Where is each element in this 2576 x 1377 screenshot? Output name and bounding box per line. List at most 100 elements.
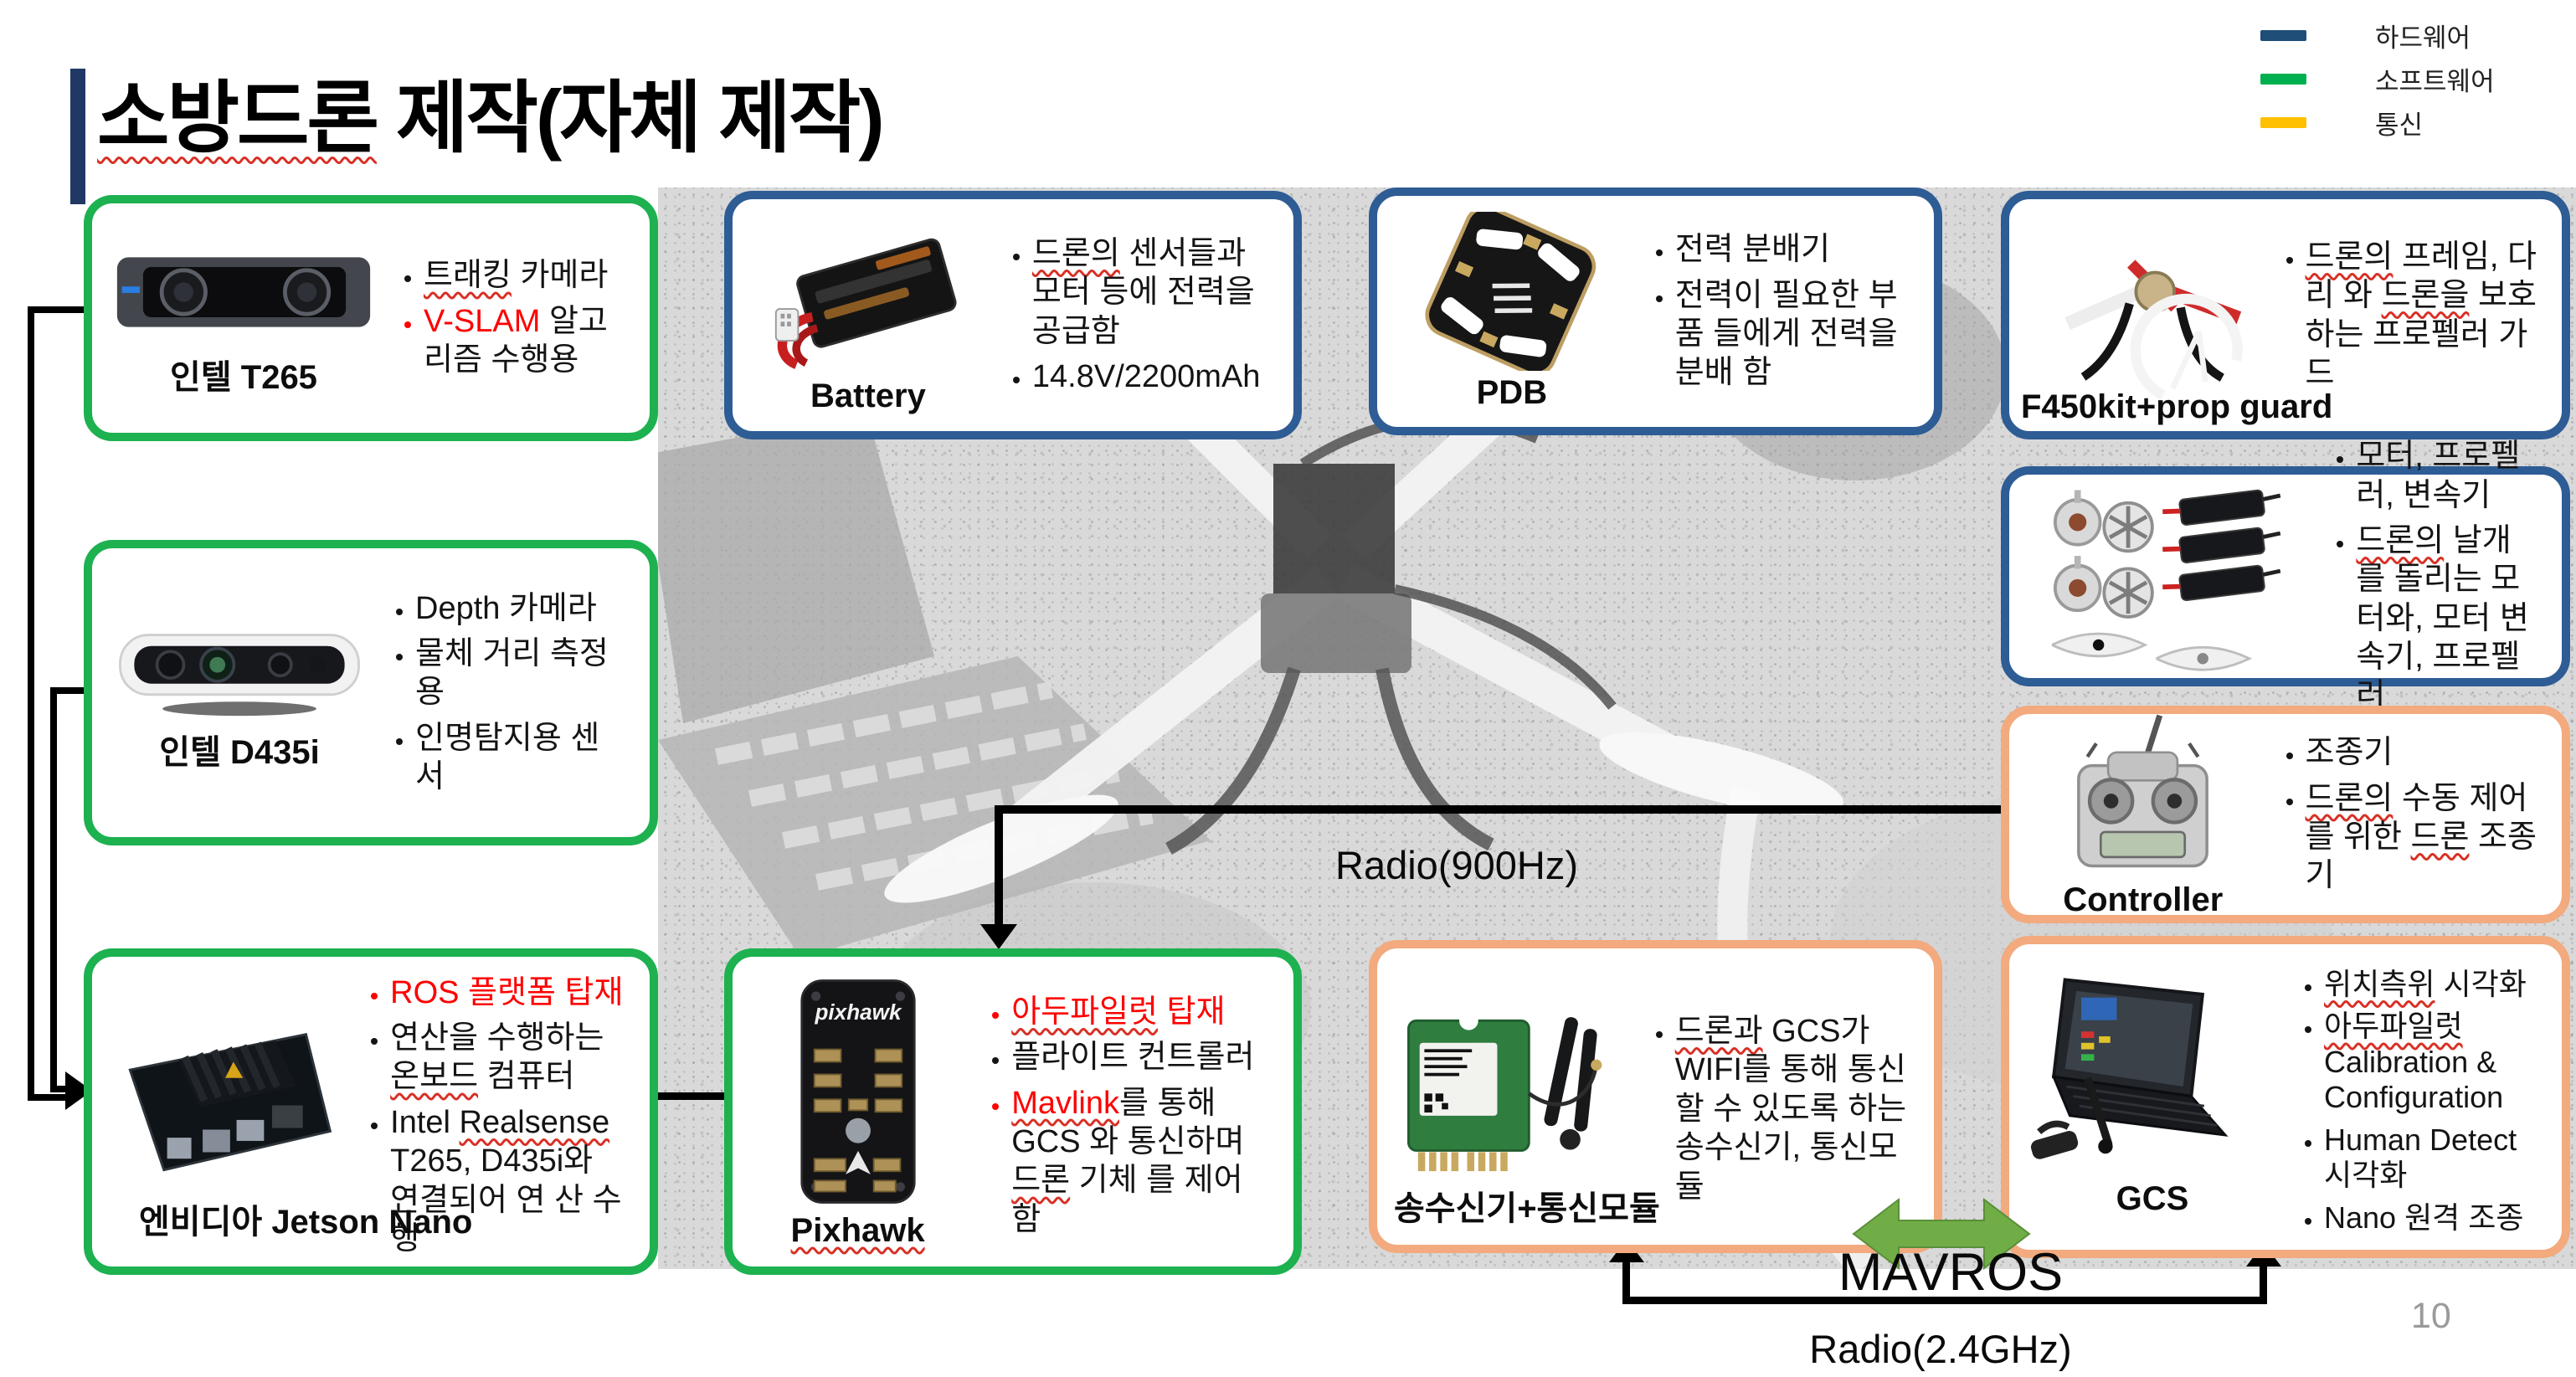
d435i-to-jetson-line-h2: [50, 1086, 69, 1092]
bullet: 인명탐지용 센서: [415, 719, 628, 797]
bullet: Nano 원격 조종: [2324, 1200, 2540, 1236]
comm-module-label: 송수신기+통신모듈: [1394, 1190, 1660, 1227]
legend-row-software: 소프트웨어: [2260, 57, 2495, 100]
legend: 하드웨어 소프트웨어 통신: [2260, 13, 2495, 144]
title-part2: 제작(자체 제작): [376, 74, 885, 162]
radio-900-label: Radio(900Hz): [1335, 843, 1578, 887]
box-controller: Controller 조종기 드론의 수동 제어를 위한 드론 조종기: [2001, 706, 2570, 923]
bullet: Mavlink를 통해 GCS 와 통신하며 드론 기체 를 제어함: [1011, 1084, 1272, 1239]
box-pixhawk: pixhawk Pixhawk 아두파일럿 탑재 플라이트 컨: [724, 948, 1302, 1275]
box-f450kit: 드론의 프레임, 다리 와 드론을 보호하는 프로펠러 가드 F450kit+p…: [2001, 191, 2570, 439]
bullet: 드론의 수동 제어를 위한 드론 조종기: [2306, 779, 2540, 896]
gcs-label: GCS: [2116, 1179, 2189, 1217]
jetson-label: 엔비디아 Jetson Nano: [139, 1204, 473, 1241]
hardware-color-bar: [2260, 29, 2306, 41]
battery-bullets: 드론의 센서들과 모터 등에 전력을 공급함 14.8V/2200mAh: [994, 228, 1272, 403]
radio-24-label: Radio(2.4GHz): [1809, 1327, 2072, 1371]
f450-frame-image: [2064, 259, 2243, 399]
jetson-bullets: ROS 플랫폼 탑재 연산을 수행하는 온보드 컴퓨터 Intel Realse…: [352, 958, 628, 1266]
pdb-board-image: [1425, 211, 1597, 371]
bullet: 위치측위 시각화: [2324, 967, 2540, 1002]
bullet: 전력이 필요한 부품 들에게 전력을 분배 함: [1675, 276, 1912, 393]
t265-to-jetson-line-h1: [28, 306, 84, 313]
page-title: 소방드론 제작(자체 제작): [70, 59, 885, 204]
box-comm-module: 드론과 GCS가 WIFI를 통해 통신할 수 있도록 하는 송수신기, 통신모…: [1369, 940, 1942, 1253]
t265-camera-image: [116, 257, 371, 327]
t265-to-jetson-line-h2: [28, 1094, 69, 1101]
pdb-label: PDB: [1476, 373, 1548, 411]
legend-label-comm: 통신: [2375, 110, 2424, 140]
legend-row-hardware: 하드웨어: [2260, 13, 2495, 57]
legend-row-comm: 통신: [2260, 100, 2495, 144]
pixhawk-device-text: pixhawk: [814, 999, 902, 1025]
bullet: ROS 플랫폼 탑재: [390, 974, 628, 1012]
page-title-text: 소방드론 제작(자체 제작): [97, 59, 885, 177]
bullet: Intel Realsense T265, D435i와 연결되어 연 산 수행: [390, 1103, 628, 1258]
d435i-to-jetson-line-h1: [50, 687, 84, 694]
rc-controller-image: [2077, 714, 2209, 867]
page-number: 10: [2411, 1296, 2451, 1336]
pixhawk-image: pixhawk: [800, 979, 916, 1204]
gcs-laptop-image: [2031, 977, 2229, 1159]
t265-to-jetson-line-v: [28, 306, 34, 1101]
battery-image: [774, 238, 957, 369]
t265-bullets: 트래킹 카메라 V-SLAM 알고리즘 수행용: [385, 249, 628, 386]
jetson-to-pixhawk-line: [658, 1092, 724, 1100]
radio24-line-h: [1622, 1297, 2267, 1304]
gcs-bullets: 위치측위 시각화 아두파일럿 Calibration & Configurati…: [2285, 952, 2540, 1242]
bullet: 드론과 GCS가 WIFI를 통해 통신할 수 있도록 하는 송수신기, 통신모…: [1675, 1012, 1912, 1206]
software-color-bar: [2260, 73, 2306, 85]
d435i-camera-image: [119, 633, 360, 716]
battery-label: Battery: [810, 378, 926, 414]
pdb-bullets: 전력 분배기 전력이 필요한 부품 들에게 전력을 분배 함: [1637, 224, 1912, 398]
bullet: 모터, 프로펠러, 변속기: [2356, 437, 2540, 515]
bullet: 트래킹 카메라: [424, 256, 628, 295]
legend-label-software: 소프트웨어: [2375, 66, 2495, 96]
jetson-nano-image: [128, 1032, 332, 1172]
f450-label: F450kit+prop guard: [2021, 388, 2333, 425]
bullet: 드론의 센서들과 모터 등에 전력을 공급함: [1032, 234, 1272, 351]
mavros-double-arrow: [1852, 1197, 2031, 1271]
controller-to-pixhawk-line-h: [995, 805, 2001, 814]
d435i-label: 인텔 D435i: [159, 733, 320, 771]
bullet: V-SLAM 알고리즘 수행용: [424, 302, 628, 380]
wifi-module-image: [1407, 1010, 1602, 1172]
title-accent-bar: [70, 69, 85, 204]
box-jetson-nano: ROS 플랫폼 탑재 연산을 수행하는 온보드 컴퓨터 Intel Realse…: [84, 948, 658, 1275]
bullet: 물체 거리 측정용: [415, 635, 628, 712]
pixhawk-input-arrowhead: [980, 924, 1017, 949]
box-motors-escs-props: 모터, 프로펠러, 변속기 드론의 날개를 돌리는 모터와, 모터 변속기, 프…: [2001, 439, 2570, 713]
bullet: Human Detect 시각화: [2324, 1123, 2540, 1194]
box-battery: Battery 드론의 센서들과 모터 등에 전력을 공급함 14.8V/220…: [724, 191, 1302, 439]
box-gcs: GCS 위치측위 시각화 아두파일럿 Calibration & Configu…: [2001, 936, 2570, 1258]
t265-label: 인텔 T265: [170, 359, 317, 396]
title-part1: 소방드론: [97, 74, 379, 162]
bullet: 14.8V/2200mAh: [1032, 357, 1272, 396]
box-intel-d435i: 인텔 D435i Depth 카메라 물체 거리 측정용 인명탐지용 센서: [84, 540, 658, 845]
radio24-line-v1: [1622, 1260, 1630, 1303]
d435i-bullets: Depth 카메라 물체 거리 측정용 인명탐지용 센서: [377, 583, 628, 804]
box-intel-t265: 인텔 T265 트래킹 카메라 V-SLAM 알고리즘 수행용: [84, 195, 658, 441]
pixhawk-label: Pixhawk: [790, 1211, 925, 1249]
d435i-to-jetson-line-v: [50, 687, 57, 1092]
mavros-label: MAVROS: [1838, 1243, 2064, 1302]
controller-label: Controller: [2063, 881, 2224, 918]
comm-module-bullets: 드론과 GCS가 WIFI를 통해 통신할 수 있도록 하는 송수신기, 통신모…: [1637, 980, 1912, 1213]
motors-bullets: 모터, 프로펠러, 변속기 드론의 날개를 돌리는 모터와, 모터 변속기, 프…: [2317, 430, 2540, 722]
bullet: 연산을 수행하는 온보드 컴퓨터: [390, 1019, 628, 1097]
legend-label-hardware: 하드웨어: [2375, 23, 2471, 53]
pixhawk-bullets: 아두파일럿 탑재 플라이트 컨트롤러 Mavlink를 통해 GCS 와 통신하…: [973, 978, 1272, 1246]
controller-bullets: 조종기 드론의 수동 제어를 위한 드론 조종기: [2267, 727, 2540, 902]
controller-to-pixhawk-line-v: [995, 805, 1003, 929]
f450-bullets: 드론의 프레임, 다리 와 드론을 보호하는 프로펠러 가드: [2267, 231, 2540, 399]
bullet: 아두파일럿 탑재: [1011, 993, 1272, 1031]
comm-color-bar: [2260, 116, 2306, 128]
bullet: 드론의 날개를 돌리는 모터와, 모터 변속기, 프로펠러: [2356, 522, 2540, 716]
radio24-line-v2: [2260, 1264, 2267, 1303]
bullet: Depth 카메라: [415, 589, 628, 628]
bullet: 아두파일럿 Calibration & Configuration: [2324, 1009, 2540, 1115]
box-pdb: PDB 전력 분배기 전력이 필요한 부품 들에게 전력을 분배 함: [1369, 188, 1942, 435]
bullet: 전력 분배기: [1675, 230, 1912, 269]
bullet: 플라이트 컨트롤러: [1011, 1038, 1272, 1076]
